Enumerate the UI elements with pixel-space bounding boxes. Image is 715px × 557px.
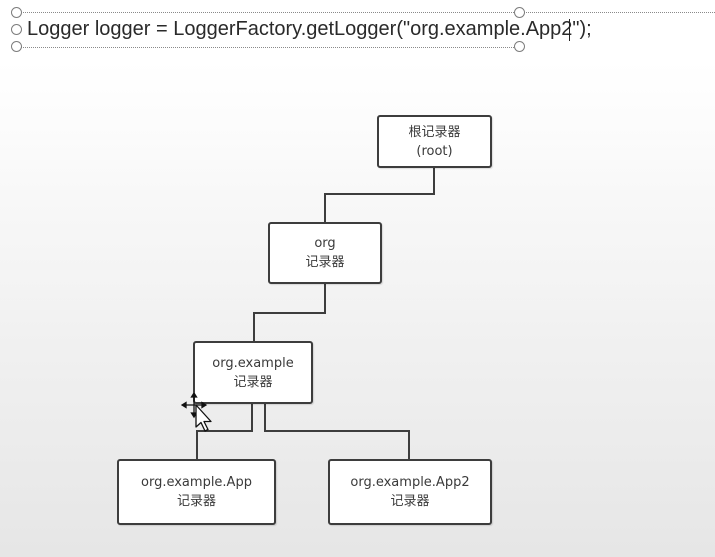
selection-guide-line xyxy=(522,12,715,13)
resize-handle-bottom-right[interactable] xyxy=(514,41,525,52)
node-org-example-app2-logger[interactable]: org.example.App2 记录器 xyxy=(328,459,492,525)
code-text-box[interactable]: Logger logger = LoggerFactory.getLogger(… xyxy=(17,12,592,48)
node-org-logger[interactable]: org 记录器 xyxy=(268,222,382,284)
connector-root-org xyxy=(324,168,435,222)
resize-handle-bottom-left[interactable] xyxy=(11,41,22,52)
node-root-logger[interactable]: 根记录器 (root) xyxy=(377,115,492,168)
connector-orgexample-app2 xyxy=(264,404,410,459)
resize-handle-middle-left[interactable] xyxy=(11,24,22,35)
text-caret xyxy=(569,19,570,41)
node-org-logger-title: org xyxy=(314,236,336,251)
node-org-example-app-logger-title: org.example.App xyxy=(141,475,252,490)
node-org-example-app-logger[interactable]: org.example.App 记录器 xyxy=(117,459,276,525)
node-root-logger-title: 根记录器 xyxy=(408,124,461,140)
connector-orgexample-app xyxy=(196,404,253,459)
node-org-example-app-logger-subtitle: 记录器 xyxy=(176,494,216,509)
node-org-example-logger[interactable]: org.example 记录器 xyxy=(193,341,313,404)
node-org-logger-subtitle: 记录器 xyxy=(305,255,345,270)
node-org-example-logger-title: org.example xyxy=(212,355,294,371)
resize-handle-top-left[interactable] xyxy=(11,7,22,18)
resize-handle-top-right[interactable] xyxy=(514,7,525,18)
node-org-example-app2-logger-subtitle: 记录器 xyxy=(390,494,430,509)
move-cursor-icon xyxy=(181,393,212,432)
node-org-example-logger-subtitle: 记录器 xyxy=(233,374,273,390)
node-org-example-app2-logger-title: org.example.App2 xyxy=(350,475,470,490)
connector-org-orgexample xyxy=(253,284,326,341)
code-line-text[interactable]: Logger logger = LoggerFactory.getLogger(… xyxy=(27,18,592,40)
node-root-logger-subtitle: (root) xyxy=(416,143,453,159)
